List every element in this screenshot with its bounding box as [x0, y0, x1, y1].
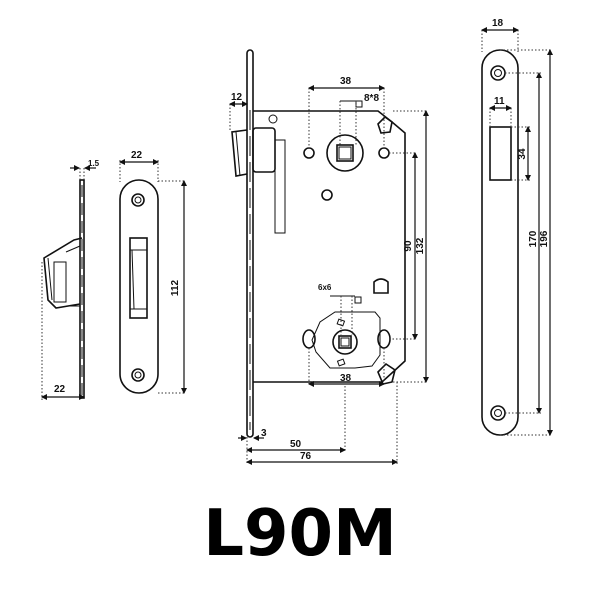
- dim-body-depth: 76: [300, 451, 312, 462]
- stop-bracket: [373, 278, 389, 294]
- dim-backset: 50: [290, 439, 302, 450]
- mount-hole-right: [378, 147, 390, 159]
- latch-slot: [489, 126, 512, 181]
- faceplate-edge: [246, 49, 254, 438]
- faceplate-front-view: 18 11 34 170 196: [481, 18, 553, 436]
- strike-front-plate: [119, 179, 159, 394]
- mount-hole-left: [303, 147, 315, 159]
- dim-slot-width: 11: [494, 96, 505, 107]
- dim-overall-height: 196: [539, 230, 550, 247]
- latch-slide-bar: [274, 139, 286, 234]
- lock-body-side-view: 38 8*8 12 6x6 38 9: [229, 49, 429, 465]
- dim-faceplate-thickness: 3: [261, 428, 267, 439]
- dim-strike-height: 112: [170, 279, 181, 296]
- key-hub: [332, 329, 358, 355]
- dim-bottom-hole-spacing: 38: [340, 373, 352, 384]
- screw-hole-top: [131, 193, 145, 207]
- strike-latch-opening: [129, 237, 148, 319]
- cylinder-plate: [311, 311, 381, 369]
- dim-strike-depth: 22: [54, 384, 66, 395]
- spindle-square-8x8: [336, 144, 354, 162]
- strike-front-view: 22 112: [119, 150, 187, 394]
- spindle-hub: [326, 134, 364, 172]
- mount-hole-mid: [321, 189, 333, 201]
- slot-hole-left: [302, 329, 316, 349]
- dim-key-square: 6x6: [318, 283, 332, 292]
- key-square-6x6: [338, 335, 352, 349]
- dim-top-hole-spacing: 38: [340, 76, 352, 87]
- dim-center-distance: 90: [403, 240, 414, 252]
- latch-bolt: [231, 129, 248, 177]
- strike-side-view: 1.5 22: [41, 159, 100, 400]
- strike-keeper-profile: [43, 237, 83, 309]
- screw-hole-bottom: [131, 368, 145, 382]
- dim-body-height: 132: [415, 237, 426, 254]
- dim-spindle-square: 8*8: [364, 93, 379, 104]
- dim-strike-width: 22: [131, 150, 143, 161]
- faceplate-screw-top: [490, 65, 506, 81]
- model-title: L90M: [203, 497, 397, 571]
- faceplate-screw-bottom: [490, 405, 506, 421]
- dim-strike-thickness: 1.5: [88, 159, 100, 168]
- latch-housing: [252, 127, 276, 173]
- dim-screw-spacing: 170: [528, 230, 539, 247]
- dim-slot-height: 34: [517, 148, 528, 160]
- corner-lug-top: [377, 115, 393, 134]
- corner-lug-bottom: [377, 362, 396, 385]
- dim-latch-projection: 12: [231, 92, 243, 103]
- dim-faceplate-width: 18: [492, 18, 504, 29]
